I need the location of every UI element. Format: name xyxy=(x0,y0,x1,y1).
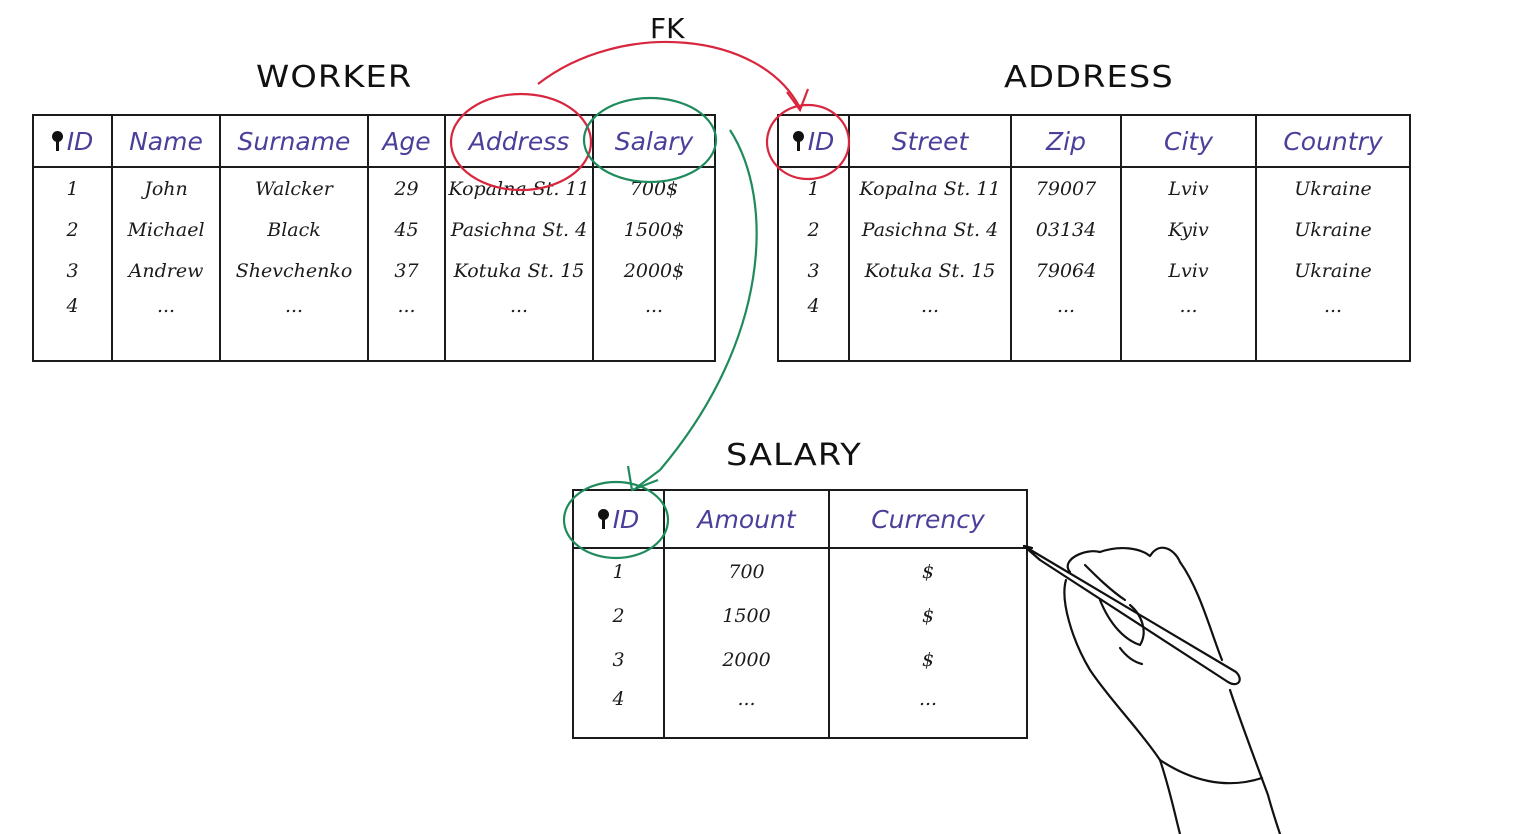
table-cell: Kopalna St. 11 xyxy=(444,167,594,209)
table-cell: Pasichna St. 4 xyxy=(848,209,1012,250)
salary-header-id: ID xyxy=(572,490,665,549)
worker-header-salary: Salary xyxy=(592,115,716,168)
table-row: 4 ... ... ... ... ... xyxy=(32,291,716,361)
table-cell: 1 xyxy=(32,167,113,209)
address-table: ID Street Zip City Country 1 Kopalna St.… xyxy=(777,114,1411,362)
table-row: 2 1500 $ xyxy=(572,594,1028,638)
table-cell: 3 xyxy=(32,250,113,291)
table-cell: $ xyxy=(828,548,1028,594)
table-cell: ... xyxy=(444,291,594,361)
table-row: 4 ... ... xyxy=(572,682,1028,738)
table-cell: 4 xyxy=(32,291,113,361)
table-cell: Andrew xyxy=(111,250,221,291)
fk-address-arrow xyxy=(537,40,801,109)
salary-table: ID Amount Currency 1 700 $ 2 1500 $ 3 20… xyxy=(572,489,1028,739)
table-cell: 1 xyxy=(777,167,850,209)
table-cell: 2 xyxy=(572,594,665,638)
table-cell: Lviv xyxy=(1120,250,1257,291)
table-cell: Kotuka St. 15 xyxy=(848,250,1012,291)
arrow-head-icon xyxy=(626,465,659,492)
table-cell: 4 xyxy=(572,682,665,738)
table-cell: ... xyxy=(111,291,221,361)
worker-header-address: Address xyxy=(444,115,594,168)
table-cell: 2000 xyxy=(663,638,830,682)
salary-header-amount: Amount xyxy=(663,490,830,549)
address-table-title: ADDRESS xyxy=(1004,60,1174,95)
table-row: 1 John Walcker 29 Kopalna St. 11 700$ xyxy=(32,167,716,209)
table-cell: 79007 xyxy=(1010,167,1122,209)
table-cell: 2000$ xyxy=(592,250,716,291)
table-cell: 37 xyxy=(367,250,446,291)
table-cell: $ xyxy=(828,594,1028,638)
table-cell: 4 xyxy=(777,291,850,361)
table-cell: 1500 xyxy=(663,594,830,638)
address-header-id: ID xyxy=(777,115,850,168)
table-row: 2 Michael Black 45 Pasichna St. 4 1500$ xyxy=(32,209,716,250)
primary-key-icon xyxy=(792,130,804,153)
address-header-street: Street xyxy=(848,115,1012,168)
table-cell: 3 xyxy=(777,250,850,291)
table-cell: Michael xyxy=(111,209,221,250)
address-header-zip: Zip xyxy=(1010,115,1122,168)
table-row: 2 Pasichna St. 4 03134 Kyiv Ukraine xyxy=(777,209,1411,250)
table-cell: 700 xyxy=(663,548,830,594)
table-cell: ... xyxy=(592,291,716,361)
table-cell: Black xyxy=(219,209,369,250)
table-cell: 03134 xyxy=(1010,209,1122,250)
table-cell: John xyxy=(111,167,221,209)
table-cell: ... xyxy=(367,291,446,361)
table-row: 3 2000 $ xyxy=(572,638,1028,682)
worker-header-surname: Surname xyxy=(219,115,369,168)
table-cell: Lviv xyxy=(1120,167,1257,209)
table-cell: ... xyxy=(663,682,830,738)
primary-key-icon xyxy=(597,508,609,531)
hand-with-pen-icon xyxy=(1022,544,1282,834)
table-cell: ... xyxy=(848,291,1012,361)
table-cell: Ukraine xyxy=(1255,209,1411,250)
address-header-city: City xyxy=(1120,115,1257,168)
table-cell: 2 xyxy=(777,209,850,250)
table-cell: 1 xyxy=(572,548,665,594)
table-row: 1 700 $ xyxy=(572,548,1028,594)
worker-header-age: Age xyxy=(367,115,446,168)
table-cell: $ xyxy=(828,638,1028,682)
table-cell: 700$ xyxy=(592,167,716,209)
table-cell: Kyiv xyxy=(1120,209,1257,250)
salary-table-title: SALARY xyxy=(726,438,862,473)
worker-table: ID Name Surname Age Address Salary 1 Joh… xyxy=(32,114,716,362)
table-cell: ... xyxy=(828,682,1028,738)
table-row: 3 Andrew Shevchenko 37 Kotuka St. 15 200… xyxy=(32,250,716,291)
address-header-country: Country xyxy=(1255,115,1411,168)
table-cell: 3 xyxy=(572,638,665,682)
table-cell: Pasichna St. 4 xyxy=(444,209,594,250)
table-cell: Walcker xyxy=(219,167,369,209)
worker-header-id: ID xyxy=(32,115,113,168)
table-cell: ... xyxy=(1120,291,1257,361)
arrow-head-icon xyxy=(786,88,810,113)
table-cell: 1500$ xyxy=(592,209,716,250)
table-row: 4 ... ... ... ... xyxy=(777,291,1411,361)
table-cell: Ukraine xyxy=(1255,167,1411,209)
salary-header-currency: Currency xyxy=(828,490,1028,549)
primary-key-icon xyxy=(51,130,63,153)
table-cell: Ukraine xyxy=(1255,250,1411,291)
table-cell: Kopalna St. 11 xyxy=(848,167,1012,209)
table-row: 3 Kotuka St. 15 79064 Lviv Ukraine xyxy=(777,250,1411,291)
table-cell: ... xyxy=(1010,291,1122,361)
table-cell: 79064 xyxy=(1010,250,1122,291)
fk-relation-label: FK xyxy=(650,12,685,45)
table-cell: Kotuka St. 15 xyxy=(444,250,594,291)
worker-table-title: WORKER xyxy=(256,60,413,95)
table-cell: ... xyxy=(1255,291,1411,361)
table-cell: 2 xyxy=(32,209,113,250)
table-cell: Shevchenko xyxy=(219,250,369,291)
table-cell: 29 xyxy=(367,167,446,209)
table-cell: ... xyxy=(219,291,369,361)
table-row: 1 Kopalna St. 11 79007 Lviv Ukraine xyxy=(777,167,1411,209)
worker-header-name: Name xyxy=(111,115,221,168)
table-cell: 45 xyxy=(367,209,446,250)
